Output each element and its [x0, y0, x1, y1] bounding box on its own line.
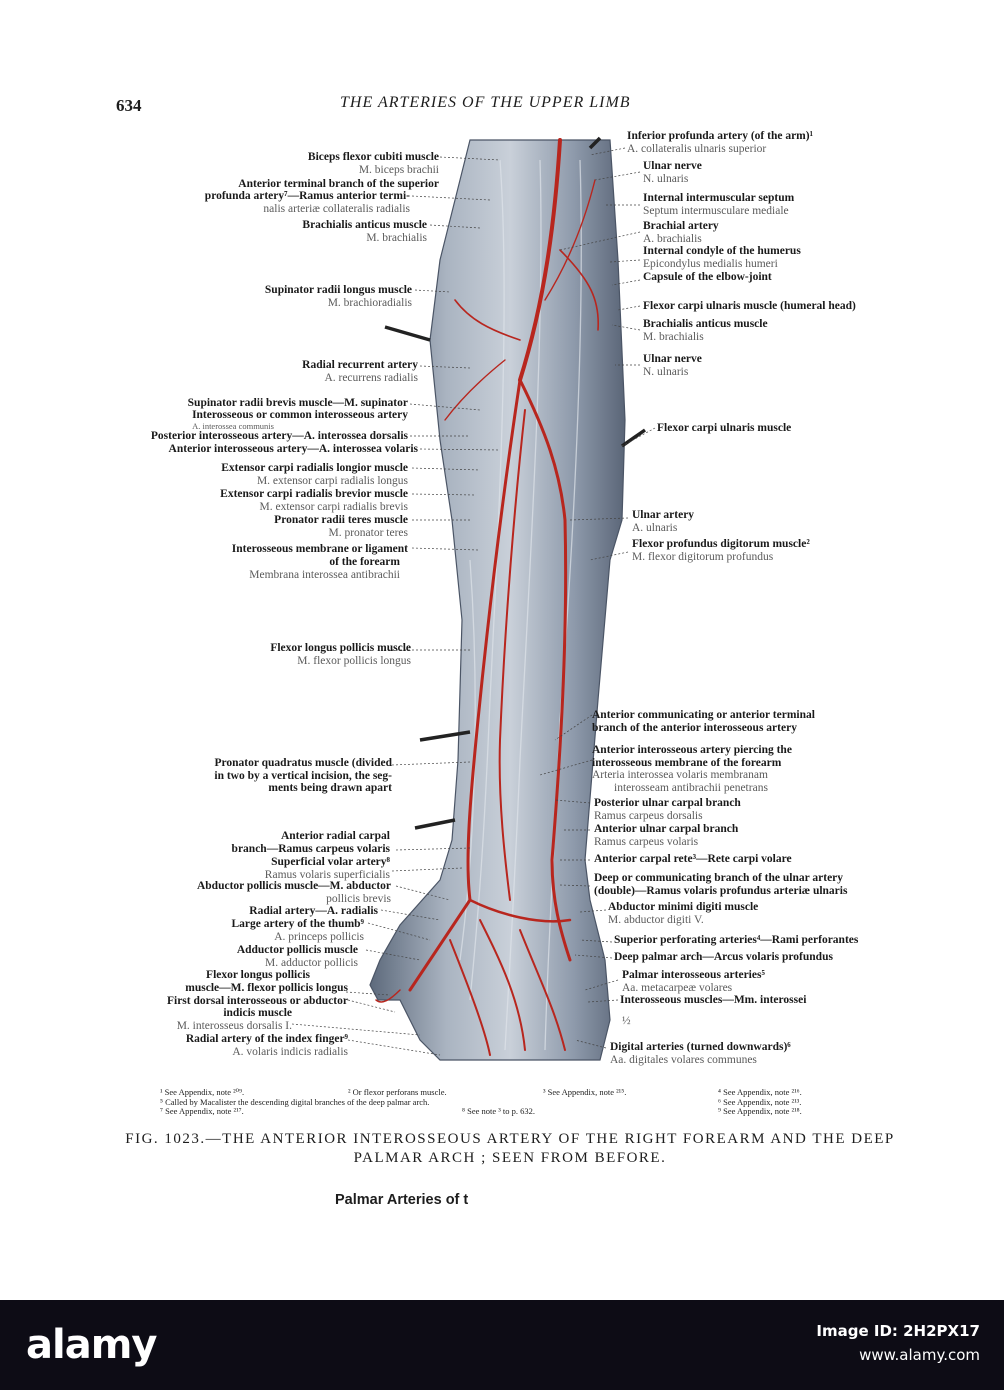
label-radial-artery: Radial artery—A. radialis: [249, 905, 378, 917]
next-section-heading: Palmar Arteries of t: [335, 1192, 469, 1208]
label-elbow-capsule: Capsule of the elbow-joint: [643, 271, 772, 283]
label-posterior-interosseous: Posterior interosseous artery—A. interos…: [150, 430, 408, 442]
label-ant-terminal: Anterior terminal branch of the superior: [238, 178, 439, 190]
dissection-pins: [384, 136, 646, 830]
label-scale: ½: [622, 1015, 631, 1027]
alamy-logo: alamy: [26, 1322, 157, 1368]
radial-artery: [408, 378, 522, 992]
label-profunda: profunda artery⁷—Ramus anterior termi-na…: [204, 190, 410, 215]
label-piercing: Anterior interosseous artery piercing th…: [592, 744, 792, 782]
image-id: Image ID: 2H2PX17: [816, 1322, 980, 1340]
label-fcu-humeral: Flexor carpi ulnaris muscle (humeral hea…: [643, 300, 856, 312]
label-ant-communicating: Anterior communicating or anterior termi…: [592, 709, 815, 734]
label-interosseous-membrane: Interosseous membrane or ligament: [231, 543, 408, 555]
label-carpal-rete: Anterior carpal rete³—Rete carpi volare: [594, 853, 792, 865]
footnotes-col4: ⁴ See Appendix, note ²¹⁶.⁶ See Appendix,…: [718, 1087, 802, 1116]
book-page: 634 THE ARTERIES OF THE UPPER LIMB: [116, 94, 895, 1208]
label-common-interosseous: Interosseous or common interosseous arte…: [192, 409, 408, 431]
leader-lines: [291, 156, 501, 1056]
footnotes-col1: ¹ See Appendix, note ²⁰⁹.⁵ Called by Mac…: [160, 1087, 430, 1116]
label-deep-branch: Deep or communicating branch of the ulna…: [594, 872, 848, 897]
label-interosseous-muscles: Interosseous muscles—Mm. interossei: [620, 994, 807, 1006]
arteries: [375, 138, 600, 1056]
footnotes-col2: ² Or flexor perforans muscle.: [348, 1087, 447, 1097]
running-title: THE ARTERIES OF THE UPPER LIMB: [340, 94, 631, 111]
label-perforating: Superior perforating arteries⁴—Rami perf…: [614, 934, 859, 946]
label-flp-muscle: muscle—M. flexor pollicis longus: [185, 982, 348, 994]
label-fcu: Flexor carpi ulnaris muscle: [657, 422, 792, 434]
label-penetrans: interosseam antibrachii penetrans: [614, 782, 768, 794]
brachial-artery: [518, 138, 562, 382]
watermark-band: [0, 1300, 1004, 1390]
label-supinator-brevis: Supinator radii brevis muscle—M. supinat…: [187, 397, 408, 409]
label-first-dorsal-interosseous: First dorsal interosseous or abductor: [166, 995, 348, 1007]
page-number: 634: [116, 96, 142, 115]
image-info: Image ID: 2H2PX17 www.alamy.com: [816, 1322, 980, 1364]
forearm-shape: [369, 139, 626, 1061]
label-flp-tendon: Flexor longus pollicis: [206, 969, 310, 981]
forearm-illustration: [291, 136, 656, 1061]
footnotes-col3: ³ See Appendix, note ²¹⁵.: [543, 1087, 627, 1097]
footnotes-col2b: ⁸ See note ³ to p. 632.: [462, 1106, 536, 1116]
figure-caption: FIG. 1023.—THE ANTERIOR INTEROSSEOUS ART…: [125, 1131, 895, 1166]
label-anterior-interosseous: Anterior interosseous artery—A. inteross…: [168, 443, 418, 455]
watermark-url: www.alamy.com: [859, 1346, 980, 1364]
label-deep-palmar-arch: Deep palmar arch—Arcus volaris profundus: [614, 951, 833, 963]
ulnar-artery: [518, 378, 572, 962]
interosseous-artery: [498, 409, 526, 901]
